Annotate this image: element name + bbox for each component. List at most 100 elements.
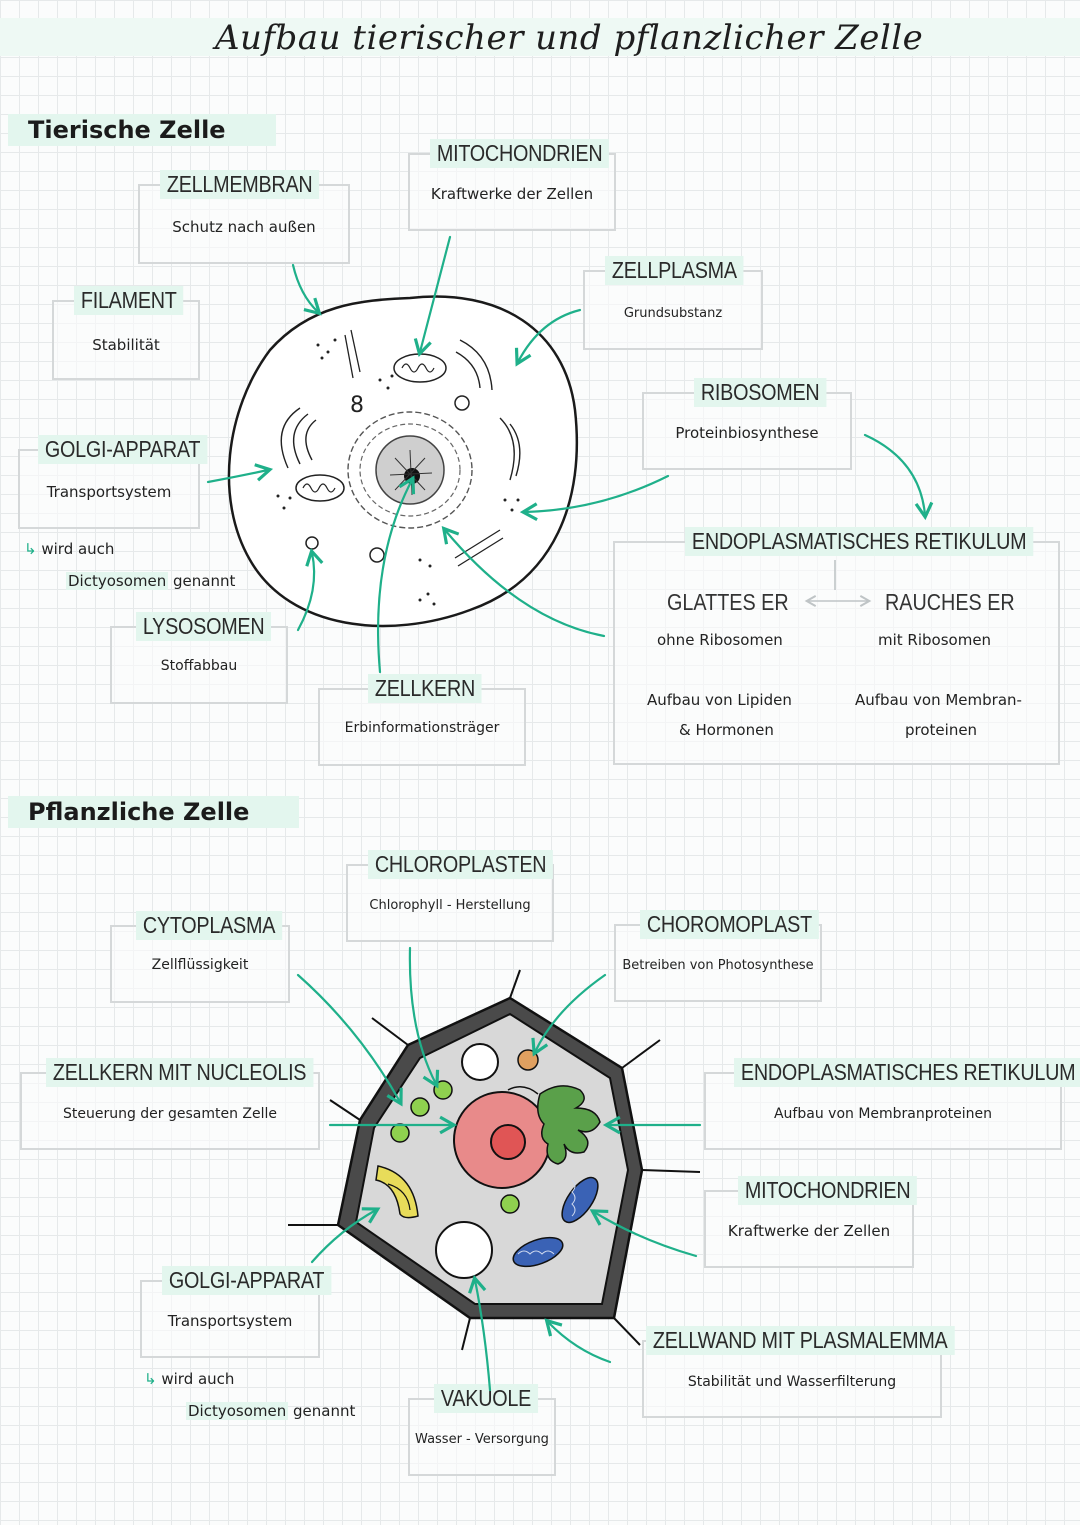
box-golgi-animal: GOLGI-APPARAT Transportsystem: [18, 435, 208, 529]
box-ribosomen: RIBOSOMEN Proteinbiosynthese: [642, 378, 852, 470]
animal-lysosome: [454, 395, 470, 411]
label-golgi-plant: GOLGI-APPARAT: [162, 1266, 332, 1295]
box-vakuole: VAKUOLE Wasser - Versorgung: [408, 1384, 556, 1476]
animal-cell: 8: [227, 295, 579, 628]
desc-rauhes-er: mit Ribosomen: [878, 631, 992, 649]
box-zellkern-plant: ZELLKERN MIT NUCLEOLIS Steuerung der ges…: [20, 1058, 320, 1150]
arrow-ribosomen: [519, 474, 670, 521]
desc-zellkern-plant: Steuerung der gesamten Zelle: [62, 1106, 278, 1122]
plant-mitochondrion-2: [512, 1236, 564, 1268]
label-glattes-er: GLATTES ER: [667, 589, 789, 615]
desc-golgi-animal: Transportsystem: [46, 483, 172, 501]
box-zellkern-animal: ZELLKERN Erbinformationsträger: [318, 674, 526, 766]
heading-plant-cell: Pflanzliche Zelle: [8, 796, 300, 828]
arrow-lysosomen: [296, 547, 324, 632]
box-mitochondrien: MITOCHONDRIEN Kraftwerke der Zellen: [408, 139, 616, 231]
desc-zellwand: Stabilität und Wasserfilterung: [687, 1374, 897, 1390]
note-golgi-plant-2: Dictyosomen genannt: [186, 1402, 356, 1420]
box-lysosomen: LYSOSOMEN Stoffabbau: [110, 612, 288, 704]
label-mitochondrien-plant: MITOCHONDRIEN: [738, 1176, 918, 1205]
arrow-cytoplasma: [296, 973, 403, 1107]
note-golgi-animal-2: Dictyosomen genannt: [66, 572, 236, 590]
animal-filament: [344, 329, 361, 379]
heading-animal-cell: Tierische Zelle: [8, 114, 276, 146]
arrow-zellmembran: [291, 263, 322, 316]
desc-mitochondrien: Kraftwerke der Zellen: [430, 185, 594, 203]
title-highlight: [0, 18, 1080, 56]
box-chloroplasten: CHLOROPLASTEN Chlorophyll - Herstellung: [346, 850, 554, 942]
box-chromoplast: CHOROMOPLAST Betreiben von Photosynthese: [614, 910, 822, 1002]
desc-zellmembran: Schutz nach außen: [172, 218, 316, 236]
label-zellkern-animal: ZELLKERN: [368, 674, 482, 703]
plant-nucleolus: [490, 1124, 526, 1160]
desc-er-plant: Aufbau von Membranproteinen: [773, 1106, 993, 1122]
desc-chromoplast: Betreiben von Photosynthese: [622, 958, 814, 973]
func-glattes-er-2: & Hormonen: [679, 721, 774, 739]
arrow-golgi-plant: [310, 1207, 381, 1264]
arrow-zellkern-animal: [376, 475, 416, 674]
arrow-mitochondrien: [413, 235, 452, 358]
desc-filament: Stabilität: [92, 336, 160, 354]
desc-zellplasma: Grundsubstanz: [623, 306, 723, 321]
label-zellplasma: ZELLPLASMA: [605, 256, 744, 285]
box-zellplasma: ZELLPLASMA Grundsubstanz: [583, 256, 763, 350]
plant-vacuole-small: [461, 1043, 499, 1081]
animal-golgi: [280, 407, 317, 469]
box-mitochondrien-plant: MITOCHONDRIEN Kraftwerke der Zellen: [704, 1176, 918, 1268]
desc-glattes-er: ohne Ribosomen: [657, 631, 783, 649]
func-rauhes-er-1: Aufbau von Membran-: [855, 691, 1022, 709]
plant-golgi: [375, 1165, 419, 1219]
desc-zellkern-animal: Erbinformationsträger: [344, 720, 500, 736]
desc-chloroplasten: Chlorophyll - Herstellung: [369, 898, 531, 913]
label-zellmembran: ZELLMEMBRAN: [160, 170, 320, 199]
svg-text:8: 8: [350, 393, 364, 418]
plant-er: [537, 1085, 601, 1165]
label-mitochondrien: MITOCHONDRIEN: [430, 139, 610, 168]
animal-er-ring: [347, 411, 473, 529]
animal-mitochondrion-2: [295, 474, 345, 502]
arrow-mitochondrien-plant: [589, 1209, 698, 1258]
label-lysosomen: LYSOSOMEN: [136, 612, 272, 641]
label-zellkern-plant: ZELLKERN MIT NUCLEOLIS: [46, 1058, 314, 1087]
arrow-golgi-animal: [206, 463, 274, 484]
arrow-ribosomen-er: [863, 433, 934, 521]
note-golgi-plant-1: ↳ wird auch: [144, 1370, 235, 1388]
arrow-chromoplast: [531, 973, 607, 1057]
box-cytoplasma: CYTOPLASMA Zellflüssigkeit: [110, 911, 290, 1003]
label-er-animal: ENDOPLASMATISCHES RETIKULUM: [685, 527, 1034, 556]
label-filament: FILAMENT: [74, 286, 184, 315]
label-cytoplasma: CYTOPLASMA: [136, 911, 283, 940]
label-chromoplast: CHOROMOPLAST: [640, 910, 819, 939]
animal-ribosomes: [276, 338, 520, 606]
desc-lysosomen: Stoffabbau: [160, 658, 238, 674]
label-rauhes-er: RAUCHES ER: [885, 589, 1015, 615]
plant-mitochondrion-1: [561, 1176, 599, 1224]
label-vakuole: VAKUOLE: [434, 1384, 538, 1413]
box-zellwand: ZELLWAND MIT PLASMALEMMA Stabilität und …: [642, 1326, 955, 1418]
arrow-vakuole: [468, 1274, 492, 1392]
box-zellmembran: ZELLMEMBRAN Schutz nach außen: [138, 170, 350, 264]
box-er-plant: ENDOPLASMATISCHES RETIKULUM Aufbau von M…: [704, 1058, 1080, 1150]
desc-vakuole: Wasser - Versorgung: [415, 1432, 549, 1447]
plant-vacuole: [435, 1221, 493, 1279]
arrow-zellplasma: [514, 308, 582, 367]
box-golgi-plant: GOLGI-APPARAT Transportsystem: [140, 1266, 332, 1358]
func-glattes-er-1: Aufbau von Lipiden: [647, 691, 792, 709]
desc-ribosomen: Proteinbiosynthese: [675, 424, 819, 442]
plant-arrows: [296, 946, 702, 1392]
arrow-zellwand: [544, 1318, 612, 1364]
arrow-chloroplasten: [408, 946, 440, 1089]
label-golgi-animal: GOLGI-APPARAT: [38, 435, 208, 464]
animal-mitochondrion-1: [393, 353, 447, 383]
box-filament: FILAMENT Stabilität: [52, 286, 200, 380]
box-er-animal: ENDOPLASMATISCHES RETIKULUM GLATTES ER R…: [613, 527, 1060, 765]
desc-golgi-plant: Transportsystem: [167, 1312, 293, 1330]
animal-arrows: [206, 235, 934, 674]
arrow-er-animal: [441, 526, 606, 638]
label-zellwand: ZELLWAND MIT PLASMALEMMA: [646, 1326, 955, 1355]
desc-mitochondrien-plant: Kraftwerke der Zellen: [727, 1222, 891, 1240]
note-golgi-animal-1: ↳ wird auch: [24, 540, 115, 558]
desc-cytoplasma: Zellflüssigkeit: [151, 957, 249, 973]
label-er-plant: ENDOPLASMATISCHES RETIKULUM: [734, 1058, 1080, 1087]
